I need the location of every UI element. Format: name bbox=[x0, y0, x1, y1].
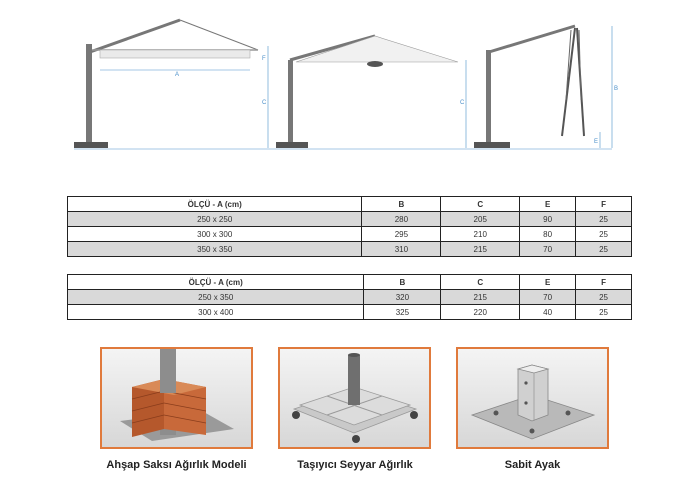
cell-f: 25 bbox=[575, 226, 632, 242]
cell-b: 295 bbox=[361, 226, 442, 242]
header-b: B bbox=[361, 196, 442, 212]
cell-c: 215 bbox=[440, 289, 521, 305]
mobile-weight-image bbox=[292, 353, 418, 443]
cell-b: 325 bbox=[363, 304, 442, 320]
product-card-wooden-planter-weight bbox=[100, 347, 253, 449]
cell-e: 70 bbox=[519, 241, 577, 257]
header-c: C bbox=[440, 196, 521, 212]
cell-c: 215 bbox=[440, 241, 521, 257]
product-caption: Taşıyıcı Seyyar Ağırlık bbox=[297, 459, 413, 471]
umbrella-dimension-diagram: A F C C B E bbox=[74, 18, 618, 150]
cell-size: 250 x 250 bbox=[66, 211, 363, 227]
table-row: 350 x 350 310 215 70 25 bbox=[66, 241, 632, 257]
header-size: ÖLÇÜ - A (cm) bbox=[66, 196, 363, 212]
cell-c: 205 bbox=[440, 211, 521, 227]
header-f: F bbox=[575, 274, 632, 290]
table-row: 300 x 400 325 220 40 25 bbox=[66, 304, 632, 320]
table-header-row: ÖLÇÜ - A (cm) B C E F bbox=[66, 274, 632, 290]
product-card-fixed-base bbox=[456, 347, 609, 449]
header-b: B bbox=[363, 274, 442, 290]
cell-size: 250 x 350 bbox=[66, 289, 365, 305]
umbrella-open-angled-view: C bbox=[276, 34, 467, 148]
cell-f: 25 bbox=[575, 304, 632, 320]
cell-f: 25 bbox=[575, 289, 632, 305]
product-card-mobile-weight bbox=[278, 347, 431, 449]
cell-e: 80 bbox=[519, 226, 577, 242]
header-e: E bbox=[519, 274, 577, 290]
wooden-planter-weight-image bbox=[120, 349, 234, 441]
dimension-label-f: F bbox=[262, 56, 266, 62]
cell-f: 25 bbox=[575, 241, 632, 257]
umbrella-open-side-view: A F C bbox=[74, 18, 269, 148]
fixed-base-image bbox=[470, 364, 596, 440]
cell-f: 25 bbox=[575, 211, 632, 227]
header-f: F bbox=[575, 196, 632, 212]
product-caption: Ahşap Saksı Ağırlık Modeli bbox=[106, 459, 247, 471]
cell-e: 90 bbox=[519, 211, 577, 227]
cell-b: 280 bbox=[361, 211, 442, 227]
dimension-label-c-2: C bbox=[460, 100, 465, 106]
dimension-label-c: C bbox=[262, 100, 267, 106]
cell-size: 300 x 400 bbox=[66, 304, 365, 320]
table-row: 250 x 350 320 215 70 25 bbox=[66, 289, 632, 305]
cell-b: 320 bbox=[363, 289, 442, 305]
header-c: C bbox=[440, 274, 521, 290]
header-e: E bbox=[519, 196, 577, 212]
cell-size: 350 x 350 bbox=[66, 241, 363, 257]
table-row: 300 x 300 295 210 80 25 bbox=[66, 226, 632, 242]
cell-c: 210 bbox=[440, 226, 521, 242]
cell-c: 220 bbox=[440, 304, 521, 320]
dimension-label-e: E bbox=[594, 139, 598, 145]
header-size: ÖLÇÜ - A (cm) bbox=[66, 274, 365, 290]
dimension-table-rectangular: ÖLÇÜ - A (cm) B C E F 250 x 350 320 215 … bbox=[66, 274, 632, 320]
cell-b: 310 bbox=[361, 241, 442, 257]
table-row: 250 x 250 280 205 90 25 bbox=[66, 211, 632, 227]
cell-e: 70 bbox=[519, 289, 577, 305]
dimension-table-square: ÖLÇÜ - A (cm) B C E F 250 x 250 280 205 … bbox=[66, 196, 632, 257]
cell-e: 40 bbox=[519, 304, 577, 320]
dimension-label-b: B bbox=[614, 86, 618, 92]
dimension-label-a: A bbox=[175, 72, 179, 78]
cell-size: 300 x 300 bbox=[66, 226, 363, 242]
table-header-row: ÖLÇÜ - A (cm) B C E F bbox=[66, 196, 632, 212]
product-caption: Sabit Ayak bbox=[504, 459, 561, 471]
umbrella-closed-view: B E bbox=[474, 24, 618, 148]
